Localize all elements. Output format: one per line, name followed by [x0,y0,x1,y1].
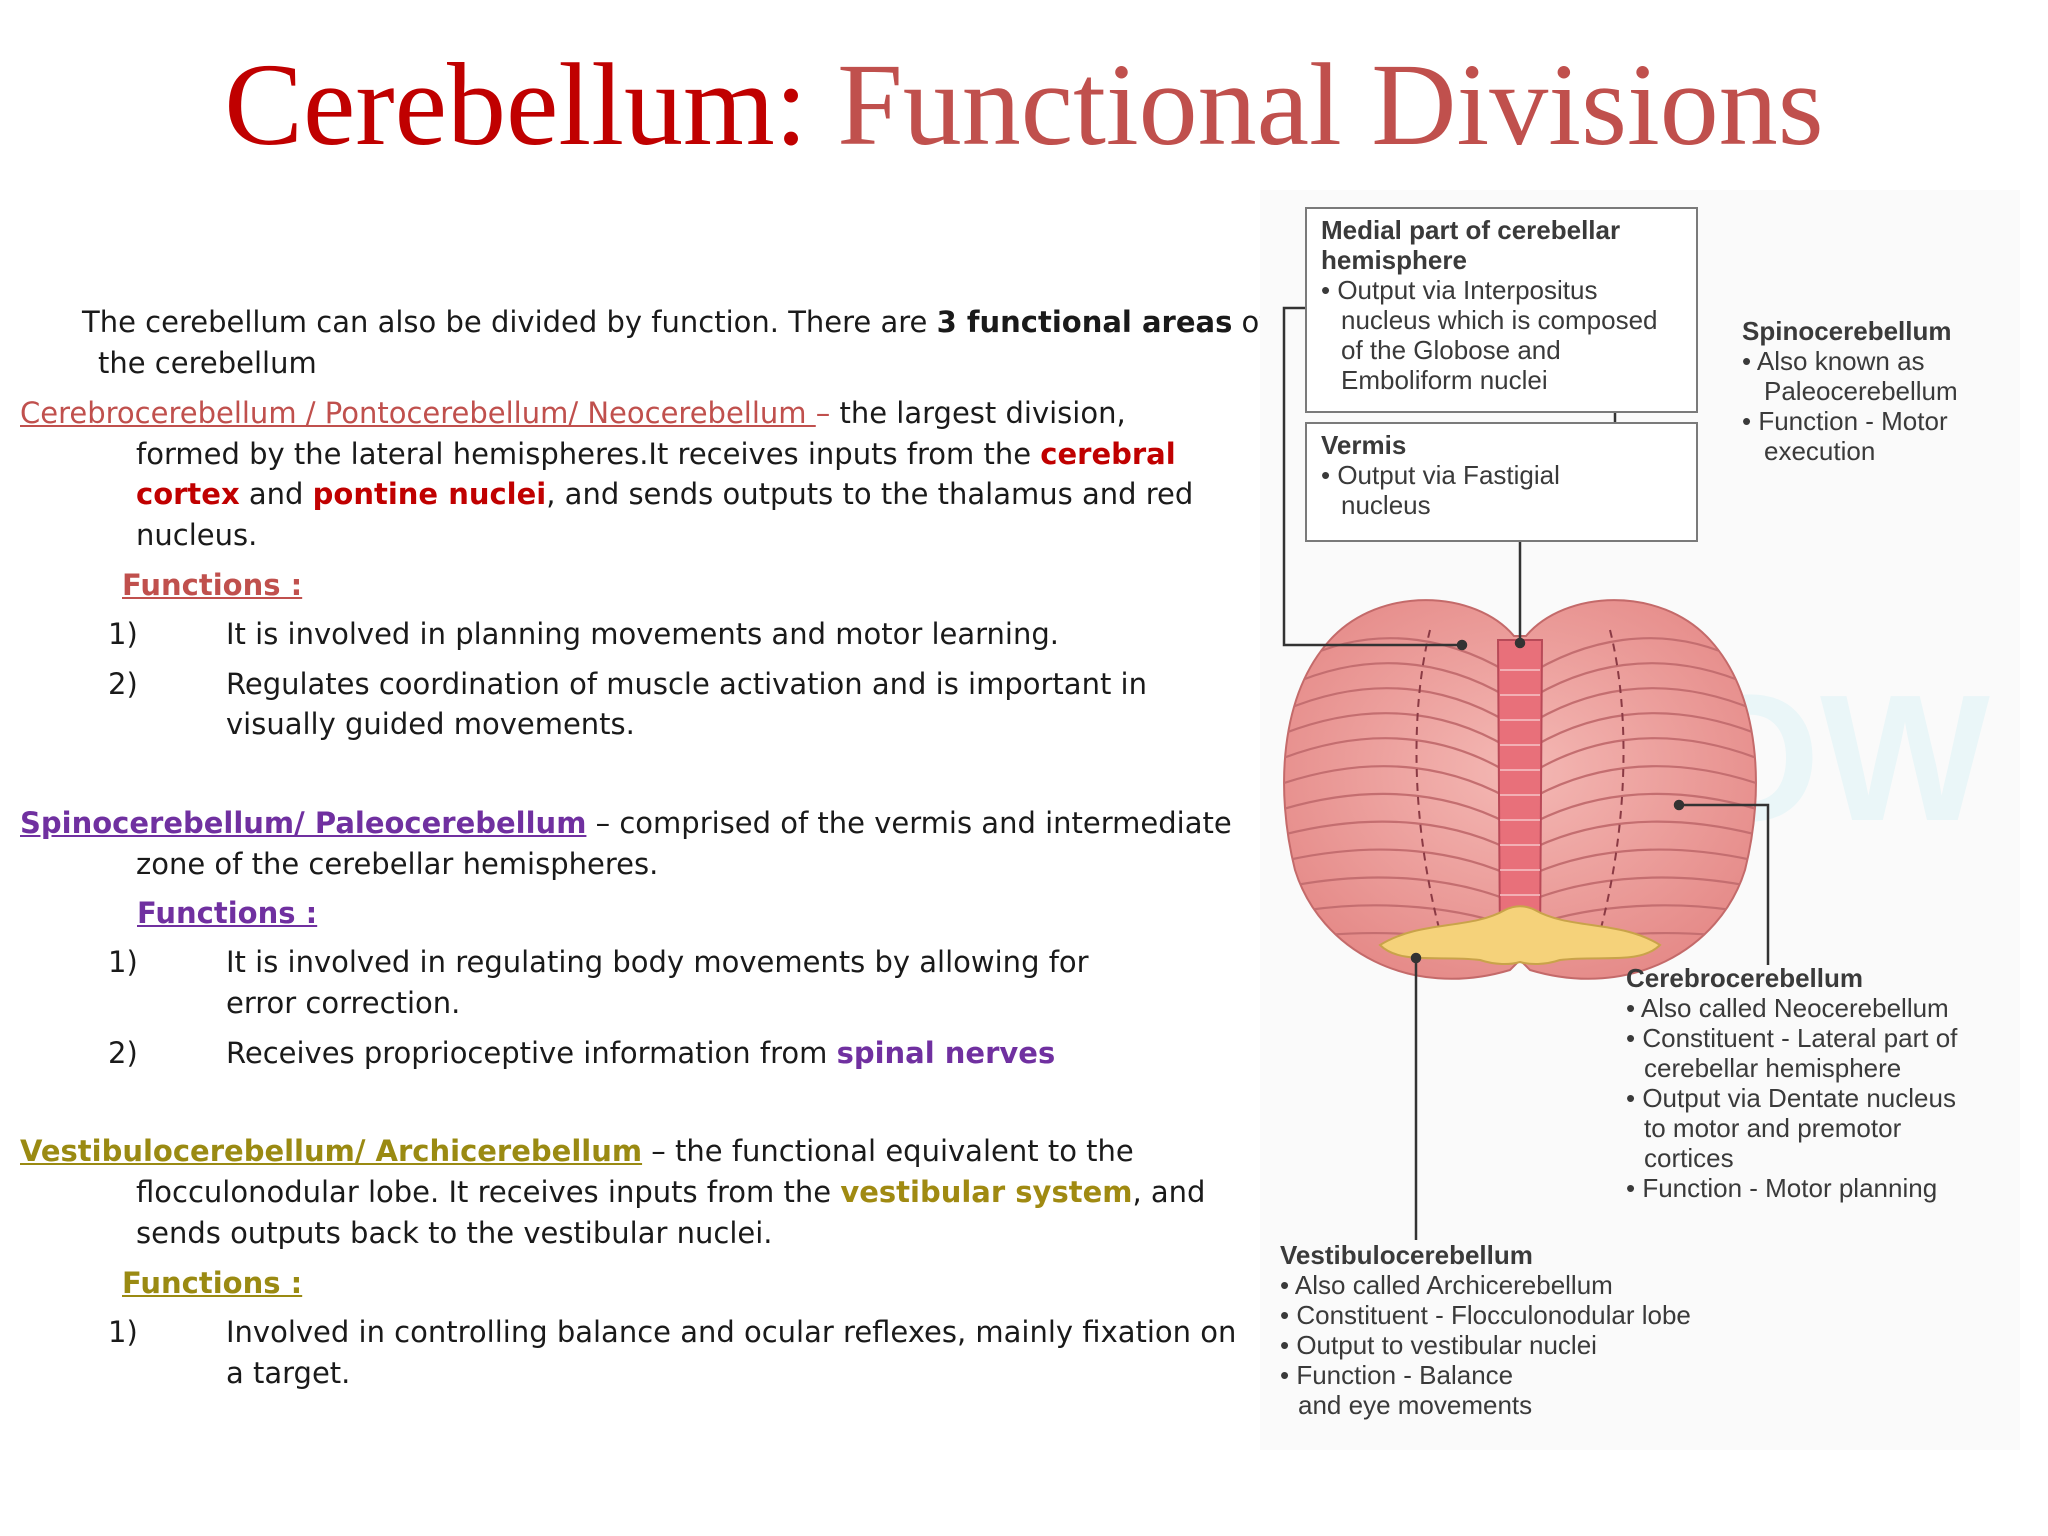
spino-item-2-num: 2) [108,1036,138,1070]
cerebellum-illustration: OW [1282,306,1990,1240]
vestib-label: Vestibulocerebellum • Also called Archic… [1280,1240,1691,1420]
vestib-item-1-text: Involved in controlling balance and ocul… [226,1315,1237,1349]
spino-label-title: Spinocerebellum [1742,316,1952,346]
cerebellum-body [1283,599,1757,980]
cerebro-label: Cerebrocerebellum • Also called Neocereb… [1626,963,1957,1203]
cerebro-label-b7: • Function - Motor planning [1626,1173,1938,1203]
vestib-line-1: Vestibulocerebellum/ Archicerebellum – t… [20,1131,1134,1171]
vestib-heading: Vestibulocerebellum/ Archicerebellum [20,1134,643,1168]
cerebro-item-2-text-2: visually guided movements. [226,707,635,741]
spino-functions-label: Functions : [137,896,318,930]
spino-item-2-text: Receives proprioceptive information from… [226,1033,1055,1073]
cerebro-label-b6: cortices [1644,1143,1734,1173]
spino-label-b4: execution [1764,436,1876,466]
vestib-line-3: sends outputs back to the vestibular nuc… [136,1216,773,1250]
vestib-label-b4: • Function - Balance [1280,1360,1514,1390]
vermis-bullet-1: • Output via Fastigial [1321,460,1560,490]
intro-bold: 3 functional areas [936,305,1233,339]
title-part-1: Cerebellum: [224,39,808,170]
vestib-line-2: flocculonodular lobe. It receives inputs… [136,1172,1205,1212]
vestib-item-1-num: 1) [108,1315,138,1349]
intro-line-2: the cerebellum [98,346,317,380]
cerebro-line-2: formed by the lateral hemispheres.It rec… [136,434,1176,474]
title-part-2: Functional Divisions [837,39,1824,170]
vermis-title: Vermis [1321,430,1407,460]
cerebro-highlight-cerebral: cerebral [1040,437,1176,471]
cerebro-desc-3: and [239,477,313,511]
vestib-functions-label: Functions : [122,1266,303,1300]
vestib-desc: – the functional equivalent to the [642,1134,1134,1168]
spino-label: Spinocerebellum • Also known as Paleocer… [1742,316,1958,466]
cerebro-label-title: Cerebrocerebellum [1626,963,1863,993]
medial-part-box: Medial part of cerebellar hemisphere • O… [1305,207,1698,413]
cerebro-label-b2: • Constituent - Lateral part of [1626,1023,1958,1053]
cerebro-label-b4: • Output via Dentate nucleus [1626,1083,1956,1113]
cerebro-desc-2: formed by the lateral hemispheres.It rec… [136,437,1041,471]
vestib-highlight-system: vestibular system [840,1175,1133,1209]
cerebro-desc-4: , and sends outputs to the thalamus and … [546,477,1194,511]
spino-heading: Spinocerebellum/ Paleocerebellum [20,806,587,840]
medial-title-1: Medial part of cerebellar [1321,215,1621,245]
text-column: The cerebellum can also be divided by fu… [20,305,1270,1390]
page-title: Cerebellum: Functional Divisions [0,40,2048,170]
spino-highlight-spinal: spinal nerves [836,1036,1056,1070]
vestib-label-b5: and eye movements [1298,1390,1533,1420]
cerebro-highlight-cortex: cortex [136,477,240,511]
spino-label-b1: • Also known as [1742,346,1925,376]
vestib-item-1-text-2: a target. [226,1356,351,1390]
cerebro-item-1-text: It is involved in planning movements and… [226,617,1059,651]
vermis-box: Vermis • Output via Fastigial nucleus [1305,422,1698,542]
spino-label-b2: Paleocerebellum [1764,376,1958,406]
spino-line-1: Spinocerebellum/ Paleocerebellum – compr… [20,803,1232,843]
vestib-label-b1: • Also called Archicerebellum [1280,1270,1613,1300]
medial-bullet-2: nucleus which is composed [1341,305,1658,335]
cerebro-item-2-text: Regulates coordination of muscle activat… [226,667,1147,701]
cerebro-item-2-num: 2) [108,667,138,701]
vestib-label-title: Vestibulocerebellum [1280,1240,1533,1270]
cerebro-label-b5: to motor and premotor [1644,1113,1902,1143]
cerebro-dash: – [815,396,840,430]
medial-bullet-3: of the Globose and [1341,335,1561,365]
cerebro-line-3: cortex and pontine nuclei, and sends out… [136,474,1193,514]
spino-item-2-plain: Receives proprioceptive information from [226,1036,837,1070]
intro-line-1: The cerebellum can also be divided by fu… [82,302,1270,342]
spino-item-1-text-2: error correction. [226,986,461,1020]
cerebro-line-1: Cerebrocerebellum / Pontocerebellum/ Neo… [20,393,1126,433]
spino-item-1-num: 1) [108,945,138,979]
cerebellum-diagram: OW [1260,190,2020,1450]
medial-bullet-1: • Output via Interpositus [1321,275,1598,305]
spino-line-2: zone of the cerebellar hemispheres. [136,847,659,881]
spino-item-1-text: It is involved in regulating body moveme… [226,945,1089,979]
cerebro-desc: the largest division, [839,396,1126,430]
vestib-label-b2: • Constituent - Flocculonodular lobe [1280,1300,1691,1330]
cerebro-label-b1: • Also called Neocerebellum [1626,993,1949,1023]
vestib-desc-2: flocculonodular lobe. It receives inputs… [136,1175,841,1209]
medial-title-2: hemisphere [1321,245,1467,275]
vestib-desc-3: , and [1132,1175,1206,1209]
cerebro-functions-label: Functions : [122,568,303,602]
cerebro-highlight-pontine: pontine nuclei [312,477,547,511]
vermis-bullet-2: nucleus [1341,490,1431,520]
spino-label-b3: • Function - Motor [1742,406,1948,436]
cerebro-line-4: nucleus. [136,518,258,552]
medial-bullet-4: Emboliform nuclei [1341,365,1548,395]
cerebro-item-1-num: 1) [108,617,138,651]
intro-text: The cerebellum can also be divided by fu… [82,305,937,339]
vestib-label-b3: • Output to vestibular nuclei [1280,1330,1597,1360]
spino-desc: – comprised of the vermis and intermedia… [586,806,1232,840]
cerebro-label-b3: cerebellar hemisphere [1644,1053,1902,1083]
cerebro-heading: Cerebrocerebellum / Pontocerebellum/ Neo… [20,396,816,430]
